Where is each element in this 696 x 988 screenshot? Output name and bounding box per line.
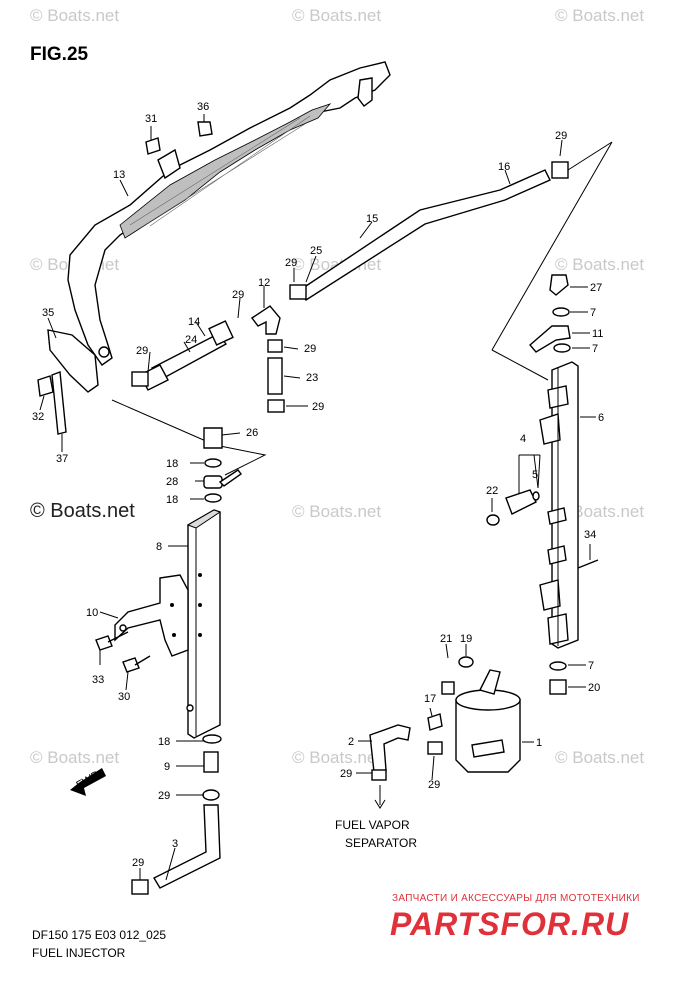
assembly-lines (111, 141, 613, 500)
callout-10: 10 (86, 607, 98, 619)
brand-tagline: ЗАПЧАСТИ И АКСЕССУАРЫ ДЛЯ МОТОТЕХНИКИ (392, 893, 640, 904)
fwd-label: FWD (74, 769, 102, 792)
hose-2 (369, 724, 411, 809)
callout-18b: 18 (166, 494, 178, 506)
callout-22: 22 (486, 485, 498, 497)
callout-23: 23 (306, 372, 318, 384)
callout-labels: 31 36 13 35 32 37 29 24 14 29 12 29 25 1… (32, 101, 604, 869)
fuel-vapor-separator (441, 656, 521, 773)
callout-7c: 7 (588, 660, 594, 672)
callout-4: 4 (520, 433, 526, 445)
callout-32: 32 (32, 411, 44, 423)
brand-logo: PARTSFOR.RU (390, 906, 630, 942)
fuel-pipe-14 (131, 320, 234, 391)
bracket-10 (114, 574, 189, 657)
callout-16: 16 (498, 161, 510, 173)
callout-20: 20 (588, 682, 600, 694)
leader-lines (39, 114, 596, 881)
callout-7a: 7 (590, 307, 596, 319)
callout-31: 31 (145, 113, 157, 125)
callout-29b: 29 (232, 289, 244, 301)
hose-23 (267, 357, 285, 413)
callout-8: 8 (156, 541, 162, 553)
callout-1: 1 (536, 737, 542, 749)
callout-35: 35 (42, 307, 54, 319)
injector-4 (486, 489, 540, 526)
callout-29f: 29 (312, 401, 324, 413)
callout-7b: 7 (592, 343, 598, 355)
elbow-joint-12 (250, 305, 283, 353)
callout-6: 6 (598, 412, 604, 424)
callout-12: 12 (258, 277, 270, 289)
lower-bracket (37, 329, 99, 435)
callout-34: 34 (584, 529, 596, 541)
callout-18c: 18 (158, 736, 170, 748)
callout-29g: 29 (158, 790, 170, 802)
clip-bolt-17 (427, 713, 443, 755)
top-bolts (145, 121, 213, 155)
callout-29j: 29 (428, 779, 440, 791)
callout-19: 19 (460, 633, 472, 645)
watermark-large: © Boats.net (30, 500, 135, 522)
callout-28: 28 (166, 476, 178, 488)
hose-3-group (131, 734, 222, 895)
callout-24: 24 (185, 334, 197, 346)
fuel-cover-bracket (67, 61, 391, 366)
watermark: © Boats.net (555, 6, 645, 25)
watermark: © Boats.net (30, 748, 120, 767)
callout-11: 11 (592, 328, 603, 340)
delivery-pipe-6 (539, 361, 599, 649)
rail-bottom-fittings (549, 661, 567, 695)
pipe-fittings (529, 274, 571, 353)
watermark: © Boats.net (292, 748, 382, 767)
watermark: © Boats.net (292, 6, 382, 25)
callout-3: 3 (172, 838, 178, 850)
bolts-33-30 (95, 631, 151, 673)
watermark: © Boats.net (30, 6, 120, 25)
watermark: © Boats.net (555, 748, 645, 767)
callout-37: 37 (56, 453, 68, 465)
callout-15: 15 (366, 213, 378, 225)
fvs-label-line1: FUEL VAPOR (335, 818, 410, 832)
watermark: © Boats.net (555, 255, 645, 274)
callout-29c: 29 (285, 257, 297, 269)
callout-9: 9 (164, 761, 170, 773)
callout-29d: 29 (555, 130, 567, 142)
callout-26: 26 (246, 427, 258, 439)
figure-code: DF150 175 E03 012_025 (32, 928, 167, 942)
callout-30: 30 (118, 691, 130, 703)
callout-33: 33 (92, 674, 104, 686)
bolt-26-group (203, 427, 242, 503)
callout-5: 5 (532, 469, 538, 481)
callout-36: 36 (197, 101, 209, 113)
figure-name: FUEL INJECTOR (32, 946, 126, 960)
callout-21: 21 (440, 633, 452, 645)
callout-13: 13 (113, 169, 125, 181)
fwd-arrow (70, 768, 106, 796)
callout-25: 25 (310, 245, 322, 257)
callout-29e: 29 (304, 343, 316, 355)
callout-29h: 29 (132, 857, 144, 869)
fvs-label-line2: SEPARATOR (345, 836, 418, 850)
callout-14: 14 (188, 316, 200, 328)
callout-29a: 29 (136, 345, 148, 357)
watermark: © Boats.net (292, 502, 382, 521)
fuel-pipe-15 (289, 161, 569, 301)
callout-17: 17 (424, 693, 436, 705)
callout-29i: 29 (340, 768, 352, 780)
callout-27: 27 (590, 282, 602, 294)
delivery-pipe-8 (186, 509, 222, 739)
callout-2: 2 (348, 736, 354, 748)
figure-title: FIG.25 (30, 44, 89, 65)
callout-18a: 18 (166, 458, 178, 470)
